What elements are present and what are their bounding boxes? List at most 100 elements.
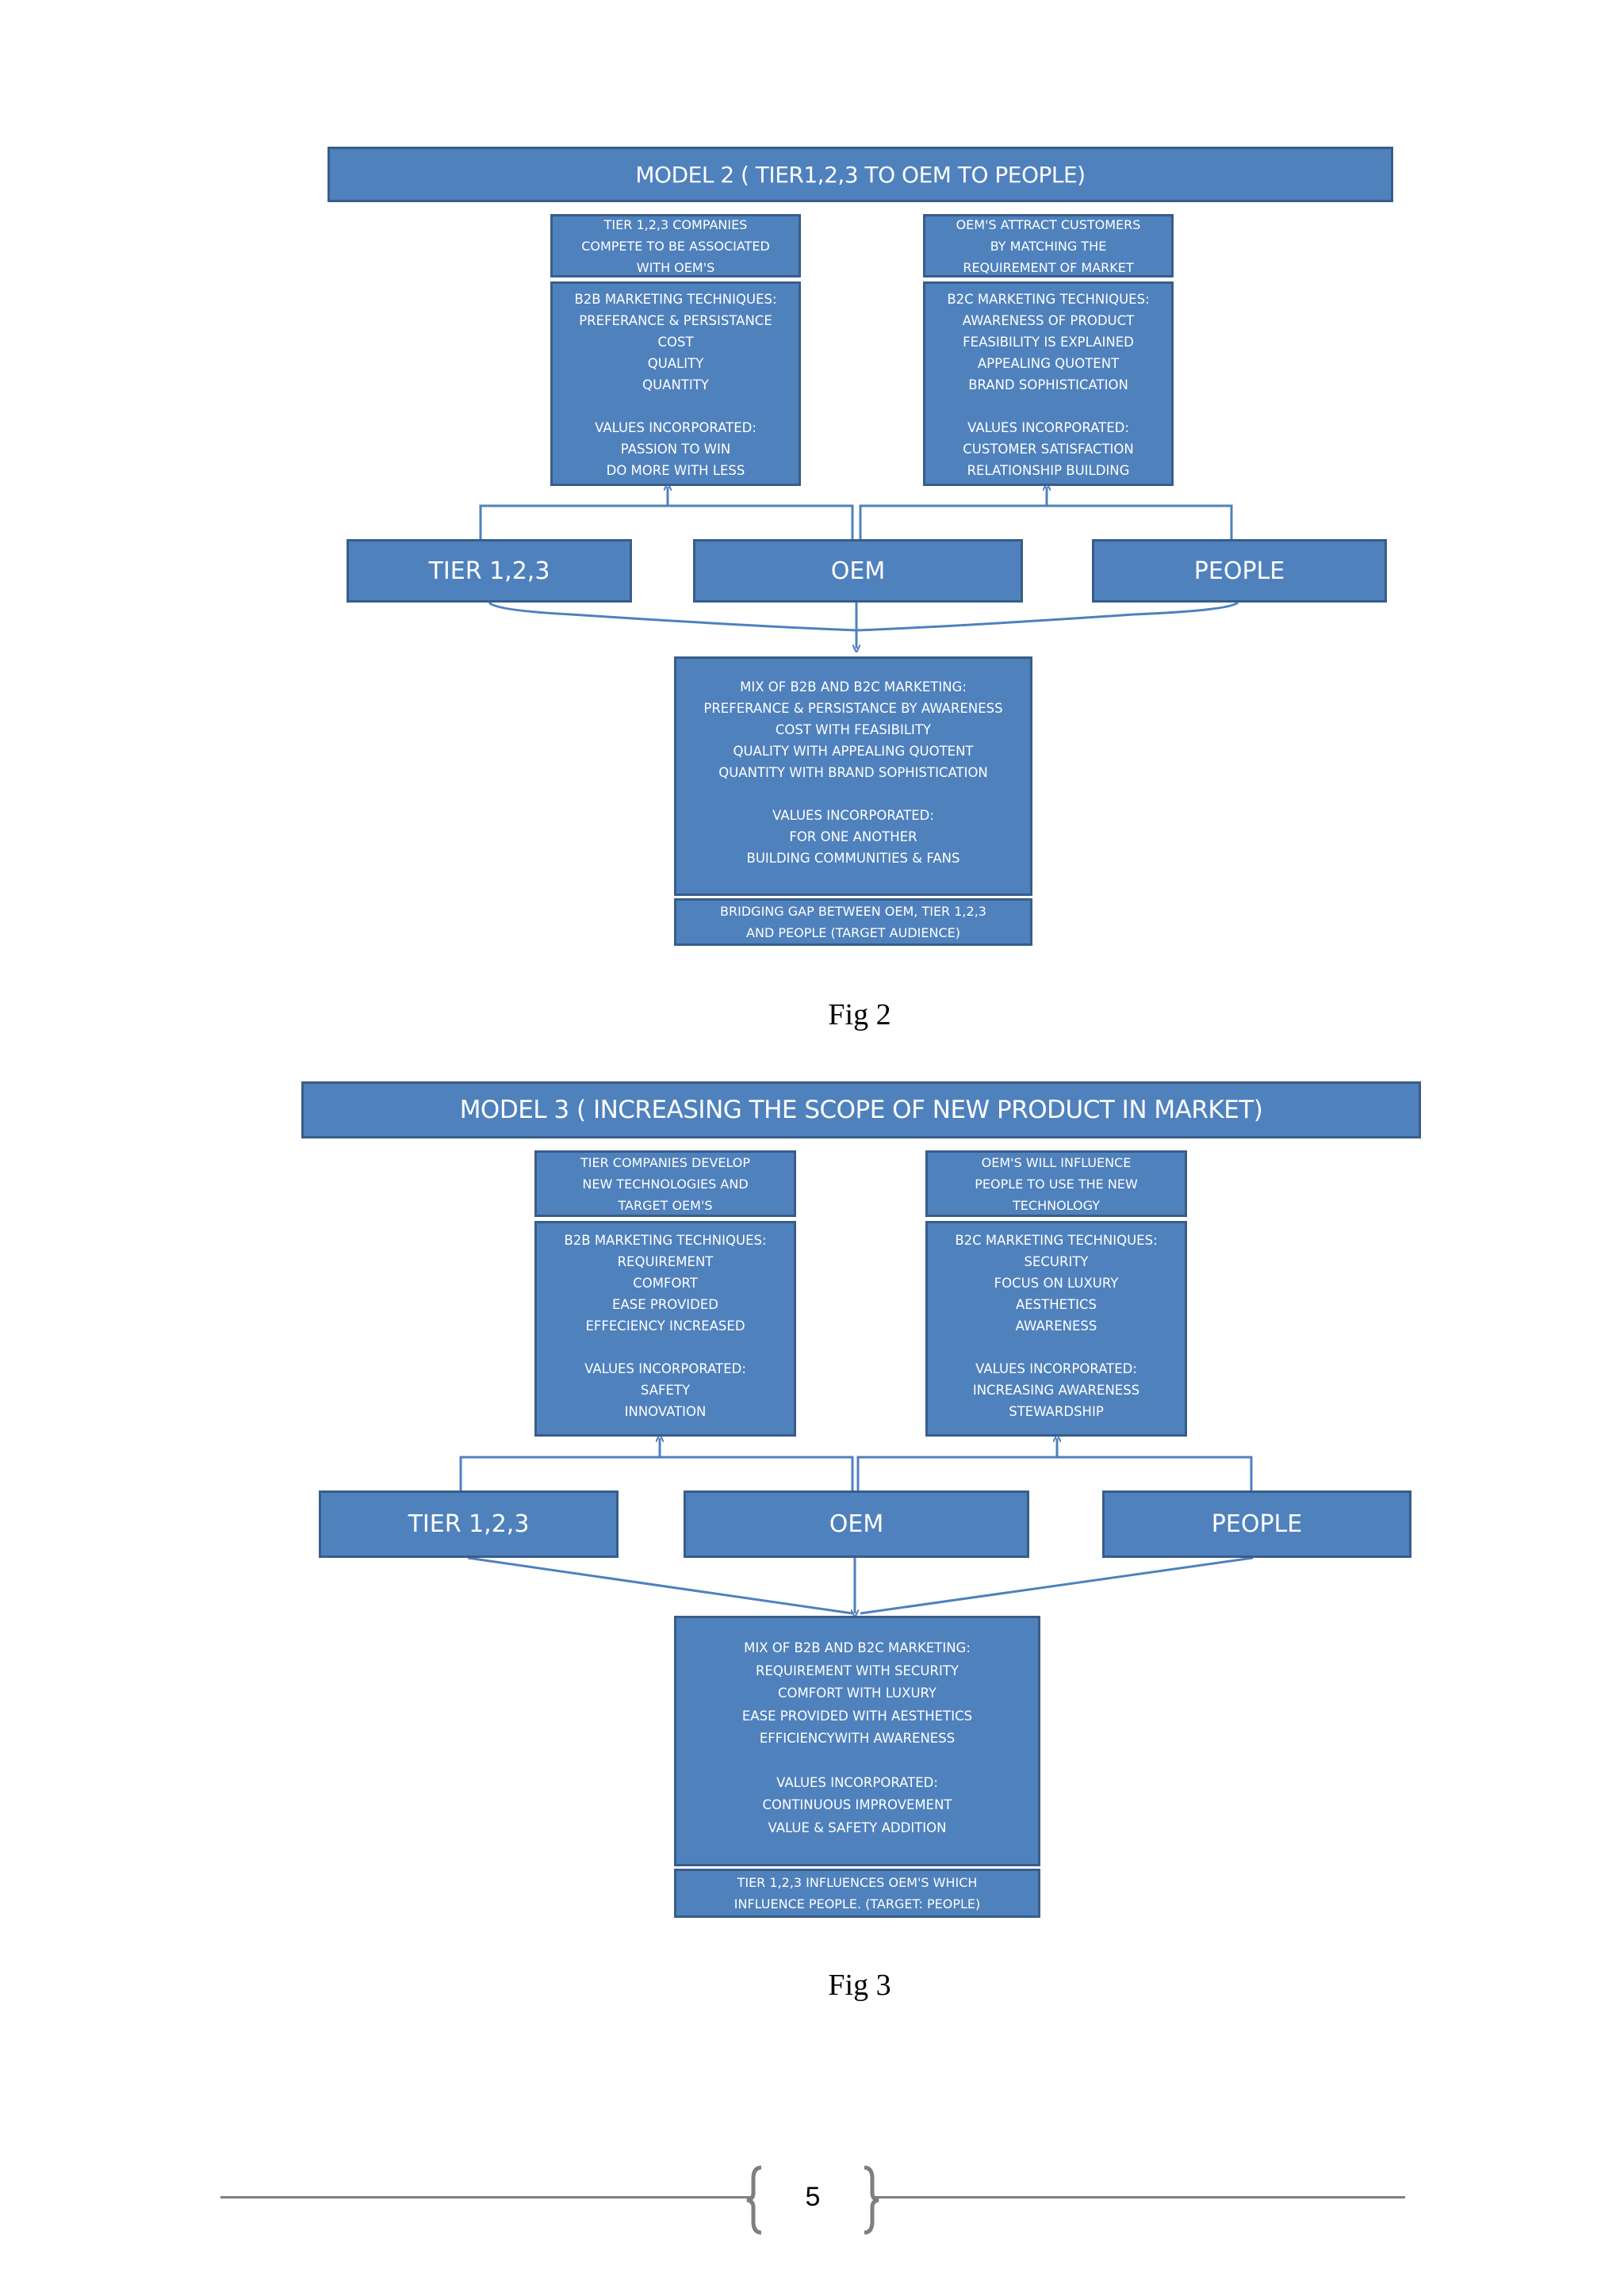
fig3-node-tier-label: TIER 1,2,3 [408, 1510, 530, 1538]
text-line: SAFETY [640, 1383, 691, 1398]
fig3-connector-tier-left [459, 1456, 854, 1490]
fig3-line-people-to-bottom [860, 1556, 1254, 1615]
text-line: TECHNOLOGY [1013, 1197, 1100, 1213]
text-line: AND PEOPLE (TARGET AUDIENCE) [746, 925, 960, 940]
fig2-node-tier: TIER 1,2,3 [347, 539, 632, 603]
fig2-connector-people-right [859, 504, 1233, 539]
text-line: APPEALING QUOTENT [977, 356, 1120, 371]
text-line: AESTHETICS [1015, 1297, 1097, 1312]
text-line: B2B MARKETING TECHNIQUES: [574, 292, 777, 307]
fig3-bottom-foot-box: TIER 1,2,3 INFLUENCES OEM'S WHICH INFLUEN… [674, 1869, 1040, 1918]
fig3-node-people: PEOPLE [1102, 1490, 1411, 1558]
fig2-node-tier-label: TIER 1,2,3 [428, 557, 550, 585]
fig2-title: MODEL 2 ( TIER1,2,3 TO OEM TO PEOPLE) [635, 161, 1086, 188]
text-line: EFFICIENCYWITH AWARENESS [759, 1731, 956, 1746]
text-line: BUILDING COMMUNITIES & FANS [746, 851, 960, 866]
text-line: INNOVATION [624, 1404, 707, 1419]
fig2-left-top-box: TIER 1,2,3 COMPANIES COMPETE TO BE ASSOCI… [550, 214, 801, 277]
footer-rule-right [872, 2196, 1405, 2198]
text-line: EASE PROVIDED WITH AESTHETICS [741, 1708, 973, 1724]
fig2-left-main-box: B2B MARKETING TECHNIQUES: PREFERANCE & PE… [550, 281, 801, 486]
text-line: PREFERANCE & PERSISTANCE [579, 313, 772, 328]
footer-brackets [746, 2165, 879, 2235]
fig3-node-people-label: PEOPLE [1211, 1510, 1303, 1538]
text-line: PEOPLE TO USE THE NEW [975, 1176, 1138, 1192]
text-line: VALUES INCORPORATED: [584, 1361, 746, 1376]
fig3-title-bar: MODEL 3 ( INCREASING THE SCOPE OF NEW PR… [301, 1081, 1421, 1138]
text-line: COMFORT WITH LUXURY [777, 1686, 937, 1701]
fig3-title: MODEL 3 ( INCREASING THE SCOPE OF NEW PR… [459, 1096, 1263, 1124]
text-line: TIER COMPANIES DEVELOP [580, 1154, 751, 1170]
fig2-node-people: PEOPLE [1092, 539, 1387, 603]
text-line: B2C MARKETING TECHNIQUES: [947, 292, 1150, 307]
fig2-caption: Fig 2 [828, 998, 891, 1031]
text-line: PREFERANCE & PERSISTANCE BY AWARENESS [703, 701, 1003, 716]
text-line: REQUIREMENT OF MARKET [963, 259, 1134, 275]
text-line: OEM'S WILL INFLUENCE [981, 1154, 1132, 1170]
text-line: EASE PROVIDED [612, 1297, 718, 1312]
text-line: VALUES INCORPORATED: [595, 420, 756, 435]
text-line: BY MATCHING THE [990, 238, 1107, 254]
fig2-node-oem-label: OEM [830, 557, 886, 585]
text-line: INFLUENCE PEOPLE. (TARGET: PEOPLE) [733, 1896, 981, 1911]
text-line: EFFECIENCY INCREASED [585, 1318, 745, 1334]
text-line: BRAND SOPHISTICATION [968, 377, 1128, 392]
fig2-right-main-box: B2C MARKETING TECHNIQUES: AWARENESS OF PR… [923, 281, 1174, 486]
text-line: NEW TECHNOLOGIES AND [582, 1176, 749, 1192]
text-line: TIER 1,2,3 COMPANIES [603, 216, 748, 232]
text-line: FEASIBILITY IS EXPLAINED [963, 335, 1134, 350]
text-line: PASSION TO WIN [620, 442, 731, 457]
fig2-right-top-box: OEM'S ATTRACT CUSTOMERS BY MATCHING THE RE… [923, 214, 1174, 277]
text-line: VALUES INCORPORATED: [776, 1774, 938, 1790]
text-line: MIX OF B2B AND B2C MARKETING: [740, 679, 967, 695]
text-line: QUANTITY WITH BRAND SOPHISTICATION [718, 765, 988, 780]
text-line: BRIDGING GAP BETWEEN OEM, TIER 1,2,3 [720, 904, 986, 919]
fig3-node-oem-label: OEM [829, 1510, 884, 1538]
text-line: CUSTOMER SATISFACTION [963, 442, 1134, 457]
text-line: COMPETE TO BE ASSOCIATED [581, 238, 770, 254]
text-line: QUALITY [647, 356, 704, 371]
text-line: AWARENESS [1015, 1318, 1097, 1334]
fig3-line-tier-to-bottom [467, 1556, 853, 1615]
text-line: STEWARDSHIP [1009, 1404, 1104, 1419]
text-line: B2B MARKETING TECHNIQUES: [564, 1233, 767, 1248]
text-line: RELATIONSHIP BUILDING [967, 463, 1130, 478]
fig2-title-bar: MODEL 2 ( TIER1,2,3 TO OEM TO PEOPLE) [327, 147, 1393, 202]
text-line: TIER 1,2,3 INFLUENCES OEM'S WHICH [737, 1875, 978, 1890]
text-line: VALUES INCORPORATED: [975, 1361, 1137, 1376]
fig3-left-top-box: TIER COMPANIES DEVELOP NEW TECHNOLOGIES A… [534, 1150, 796, 1217]
text-line: REQUIREMENT WITH SECURITY [756, 1663, 959, 1678]
text-line: VALUE & SAFETY ADDITION [768, 1820, 947, 1835]
text-line: INCREASING AWARENESS [972, 1383, 1140, 1398]
fig3-connector-people-right [856, 1456, 1253, 1490]
text-line: SECURITY [1024, 1254, 1089, 1269]
fig2-connector-tier-left [479, 504, 854, 539]
text-line: QUALITY WITH APPEALING QUOTENT [733, 744, 974, 759]
text-line: FOR ONE ANOTHER [789, 829, 917, 844]
fig2-merge-curve [488, 601, 1239, 632]
text-line: AWARENESS OF PRODUCT [962, 313, 1135, 328]
text-line: MIX OF B2B AND B2C MARKETING: [744, 1640, 971, 1655]
text-line: CONTINUOUS IMPROVEMENT [762, 1797, 952, 1812]
fig3-node-oem: OEM [684, 1490, 1029, 1558]
fig3-bottom-main-box: MIX OF B2B AND B2C MARKETING: REQUIREMENT… [674, 1616, 1040, 1866]
text-line: FOCUS ON LUXURY [994, 1276, 1119, 1291]
text-line: COMFORT [633, 1276, 698, 1291]
text-line: COST WITH FEASIBILITY [775, 722, 932, 737]
page-number: 5 [805, 2182, 821, 2212]
text-line: OEM'S ATTRACT CUSTOMERS [956, 216, 1141, 232]
fig2-bottom-main-box: MIX OF B2B AND B2C MARKETING: PREFERANCE … [674, 656, 1032, 896]
text-line: VALUES INCORPORATED: [967, 420, 1129, 435]
fig3-node-tier: TIER 1,2,3 [319, 1490, 619, 1558]
text-line: COST [657, 335, 694, 350]
fig2-node-people-label: PEOPLE [1193, 557, 1285, 585]
text-line: WITH OEM'S [636, 259, 715, 275]
fig2-node-oem: OEM [693, 539, 1023, 603]
footer-left-brace [746, 2165, 762, 2235]
text-line: QUANTITY [642, 377, 709, 392]
text-line: TARGET OEM'S [618, 1197, 713, 1213]
fig3-caption: Fig 3 [828, 1969, 891, 2002]
